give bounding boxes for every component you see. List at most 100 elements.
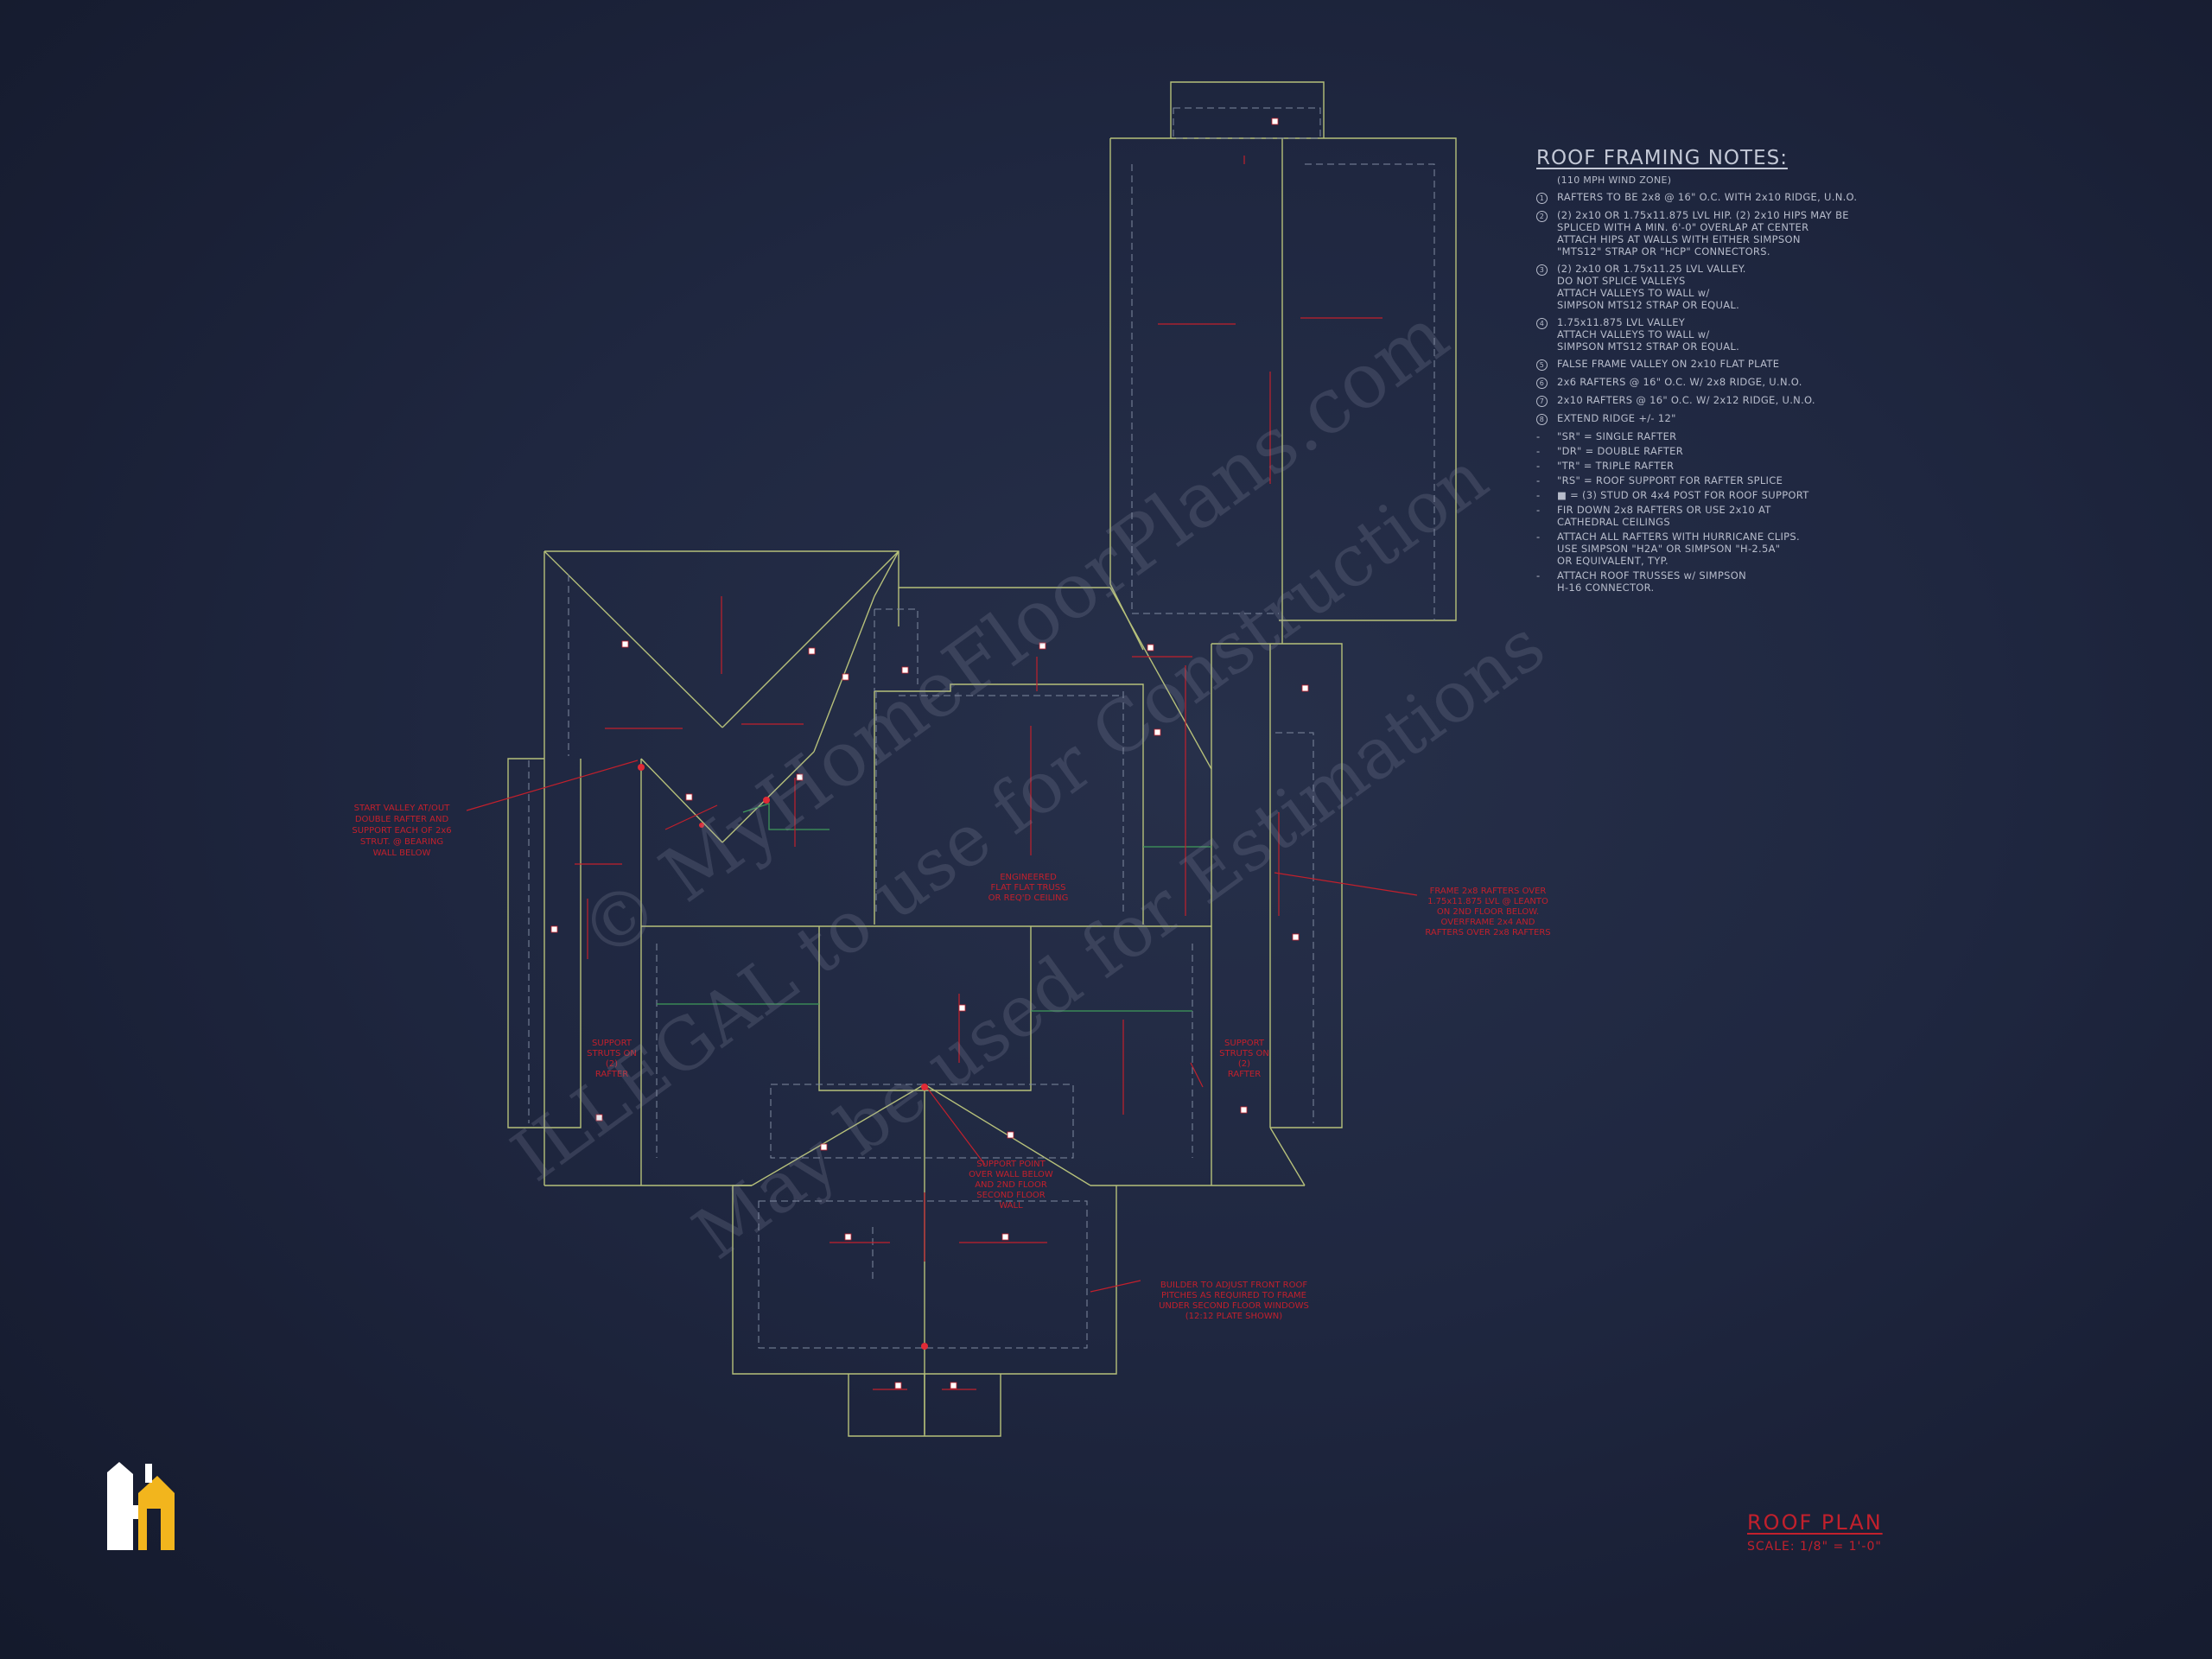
note-item: 3 (2) 2x10 OR 1.75x11.25 LVL VALLEY. DO N… bbox=[1536, 263, 1899, 311]
note-marker: 2 bbox=[1536, 209, 1557, 257]
house-logo-icon bbox=[107, 1462, 175, 1550]
note-marker: 5 bbox=[1536, 358, 1557, 371]
note-marker: - bbox=[1536, 445, 1541, 457]
svg-text:RAFTERS OVER 2x8 RAFTERS: RAFTERS OVER 2x8 RAFTERS bbox=[1425, 928, 1550, 938]
svg-text:OVER WALL BELOW: OVER WALL BELOW bbox=[969, 1170, 1053, 1179]
svg-text:STRUTS ON: STRUTS ON bbox=[587, 1049, 637, 1058]
notes-list: 1 RAFTERS TO BE 2x8 @ 16" O.C. WITH 2x10 … bbox=[1536, 191, 1899, 594]
note-marker: 4 bbox=[1536, 316, 1557, 353]
note-marker: - bbox=[1536, 460, 1541, 472]
note-text: RAFTERS TO BE 2x8 @ 16" O.C. WITH 2x10 R… bbox=[1557, 191, 1858, 203]
note-marker: 8 bbox=[1536, 412, 1557, 425]
notes-title: ROOF FRAMING NOTES: bbox=[1536, 147, 1788, 169]
svg-text:(2): (2) bbox=[1238, 1059, 1250, 1069]
note-marker: - bbox=[1536, 569, 1541, 582]
roof-framing-notes: ROOF FRAMING NOTES: (110 MPH WIND ZONE) … bbox=[1536, 147, 1899, 596]
svg-text:WALL BELOW: WALL BELOW bbox=[373, 849, 431, 858]
red-annotations: START VALLEY AT/OUT DOUBLE RAFTER AND SU… bbox=[352, 804, 1550, 1321]
svg-text:1.75x11.875 LVL @ LEANTO: 1.75x11.875 LVL @ LEANTO bbox=[1427, 897, 1548, 906]
svg-text:STRUT. @ BEARING: STRUT. @ BEARING bbox=[360, 837, 443, 847]
svg-text:FLAT FLAT TRUSS: FLAT FLAT TRUSS bbox=[991, 883, 1066, 893]
svg-text:FRAME 2x8 RAFTERS OVER: FRAME 2x8 RAFTERS OVER bbox=[1430, 887, 1547, 896]
note-item: 2 (2) 2x10 OR 1.75x11.875 LVL HIP. (2) 2x… bbox=[1536, 209, 1899, 257]
svg-text:BUILDER TO ADJUST FRONT ROOF: BUILDER TO ADJUST FRONT ROOF bbox=[1160, 1281, 1307, 1290]
note-item: - ATTACH ALL RAFTERS WITH HURRICANE CLIPS… bbox=[1536, 531, 1899, 567]
note-item: - "SR" = SINGLE RAFTER bbox=[1536, 430, 1899, 442]
note-marker: - bbox=[1536, 504, 1541, 516]
note-number-circle: 5 bbox=[1536, 359, 1548, 371]
svg-text:START VALLEY AT/OUT: START VALLEY AT/OUT bbox=[354, 804, 451, 813]
note-number-circle: 7 bbox=[1536, 396, 1548, 407]
note-text: ■ = (3) STUD OR 4x4 POST FOR ROOF SUPPOR… bbox=[1557, 489, 1809, 501]
note-number-circle: 3 bbox=[1536, 264, 1548, 276]
note-marker: 1 bbox=[1536, 191, 1557, 204]
svg-text:DOUBLE RAFTER AND: DOUBLE RAFTER AND bbox=[355, 815, 449, 824]
svg-text:STRUTS ON: STRUTS ON bbox=[1219, 1049, 1269, 1058]
note-item: - "DR" = DOUBLE RAFTER bbox=[1536, 445, 1899, 457]
svg-text:SUPPORT: SUPPORT bbox=[1224, 1039, 1265, 1048]
svg-text:SUPPORT: SUPPORT bbox=[592, 1039, 632, 1048]
roof-support-posts bbox=[550, 118, 1309, 1389]
note-marker: - bbox=[1536, 489, 1541, 501]
note-item: - "TR" = TRIPLE RAFTER bbox=[1536, 460, 1899, 472]
note-number-circle: 4 bbox=[1536, 318, 1548, 329]
note-marker: 3 bbox=[1536, 263, 1557, 311]
note-number-circle: 8 bbox=[1536, 414, 1548, 425]
svg-text:WALL: WALL bbox=[999, 1201, 1023, 1211]
svg-text:AND 2ND FLOOR: AND 2ND FLOOR bbox=[975, 1180, 1047, 1190]
svg-text:SECOND FLOOR: SECOND FLOOR bbox=[976, 1191, 1046, 1200]
svg-text:RAFTER: RAFTER bbox=[595, 1070, 628, 1079]
note-number-circle: 2 bbox=[1536, 211, 1548, 222]
note-item: 5 FALSE FRAME VALLEY ON 2x10 FLAT PLATE bbox=[1536, 358, 1899, 371]
note-item: - "RS" = ROOF SUPPORT FOR RAFTER SPLICE bbox=[1536, 474, 1899, 486]
svg-text:OR REQ'D CEILING: OR REQ'D CEILING bbox=[988, 893, 1069, 903]
note-text: EXTEND RIDGE +/- 12" bbox=[1557, 412, 1676, 424]
svg-text:(2): (2) bbox=[606, 1059, 618, 1069]
note-text: 2x6 RAFTERS @ 16" O.C. W/ 2x8 RIDGE, U.N… bbox=[1557, 376, 1802, 388]
note-item: - ■ = (3) STUD OR 4x4 POST FOR ROOF SUPPO… bbox=[1536, 489, 1899, 501]
note-text: "DR" = DOUBLE RAFTER bbox=[1557, 445, 1683, 457]
note-text: ATTACH ALL RAFTERS WITH HURRICANE CLIPS.… bbox=[1557, 531, 1800, 567]
note-text: (2) 2x10 OR 1.75x11.875 LVL HIP. (2) 2x1… bbox=[1557, 209, 1849, 257]
note-text: FALSE FRAME VALLEY ON 2x10 FLAT PLATE bbox=[1557, 358, 1780, 370]
note-marker: - bbox=[1536, 531, 1541, 543]
svg-text:OVERFRAME 2x4 AND: OVERFRAME 2x4 AND bbox=[1441, 918, 1535, 927]
note-item: 6 2x6 RAFTERS @ 16" O.C. W/ 2x8 RIDGE, U.… bbox=[1536, 376, 1899, 389]
note-item: - ATTACH ROOF TRUSSES w/ SIMPSON H-16 CON… bbox=[1536, 569, 1899, 594]
note-text: "TR" = TRIPLE RAFTER bbox=[1557, 460, 1675, 472]
wall-lines-dashed bbox=[528, 107, 1435, 1349]
note-text: (2) 2x10 OR 1.75x11.25 LVL VALLEY. DO NO… bbox=[1557, 263, 1746, 311]
note-marker: 6 bbox=[1536, 376, 1557, 389]
note-item: 4 1.75x11.875 LVL VALLEY ATTACH VALLEYS T… bbox=[1536, 316, 1899, 353]
note-text: ATTACH ROOF TRUSSES w/ SIMPSON H-16 CONN… bbox=[1557, 569, 1746, 594]
framing-accents bbox=[657, 803, 1211, 1012]
dimension-arrows bbox=[466, 156, 1418, 1390]
svg-text:SUPPORT POINT: SUPPORT POINT bbox=[976, 1160, 1046, 1169]
note-number-circle: 1 bbox=[1536, 193, 1548, 204]
note-item: - FIR DOWN 2x8 RAFTERS OR USE 2x10 AT CAT… bbox=[1536, 504, 1899, 528]
note-marker: 7 bbox=[1536, 394, 1557, 407]
note-item: 1 RAFTERS TO BE 2x8 @ 16" O.C. WITH 2x10 … bbox=[1536, 191, 1899, 204]
svg-text:ON 2ND FLOOR BELOW.: ON 2ND FLOOR BELOW. bbox=[1437, 907, 1539, 917]
note-text: "RS" = ROOF SUPPORT FOR RAFTER SPLICE bbox=[1557, 474, 1783, 486]
note-marker: - bbox=[1536, 474, 1541, 486]
roof-outline bbox=[507, 81, 1457, 1437]
note-number-circle: 6 bbox=[1536, 378, 1548, 389]
note-item: 8 EXTEND RIDGE +/- 12" bbox=[1536, 412, 1899, 425]
note-marker: - bbox=[1536, 430, 1541, 442]
svg-text:SUPPORT EACH OF 2x6: SUPPORT EACH OF 2x6 bbox=[352, 826, 451, 836]
svg-text:ENGINEERED: ENGINEERED bbox=[1000, 873, 1057, 882]
notes-subtitle: (110 MPH WIND ZONE) bbox=[1557, 175, 1672, 186]
plan-title: ROOF PLAN bbox=[1747, 1510, 1883, 1535]
note-text: FIR DOWN 2x8 RAFTERS OR USE 2x10 AT CATH… bbox=[1557, 504, 1771, 528]
plan-scale: SCALE: 1/8" = 1'-0" bbox=[1747, 1540, 1882, 1554]
svg-text:UNDER SECOND FLOOR WINDOWS: UNDER SECOND FLOOR WINDOWS bbox=[1159, 1301, 1309, 1311]
svg-text:(12:12 PLATE SHOWN): (12:12 PLATE SHOWN) bbox=[1185, 1312, 1283, 1321]
note-text: "SR" = SINGLE RAFTER bbox=[1557, 430, 1677, 442]
valley-points bbox=[638, 764, 928, 1350]
svg-text:RAFTER: RAFTER bbox=[1228, 1070, 1261, 1079]
note-text: 1.75x11.875 LVL VALLEY ATTACH VALLEYS TO… bbox=[1557, 316, 1740, 353]
svg-text:PITCHES AS REQUIRED TO FRAME: PITCHES AS REQUIRED TO FRAME bbox=[1161, 1291, 1306, 1300]
